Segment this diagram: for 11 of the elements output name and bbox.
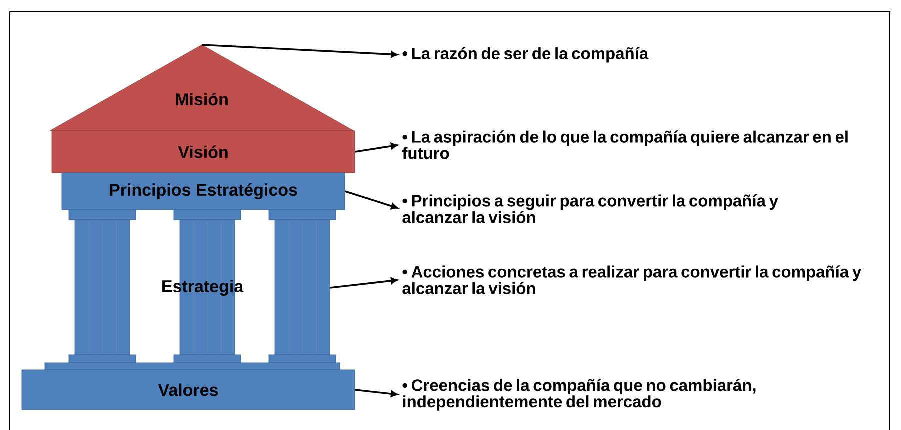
description-text: • Acciones concretas a realizar para convertir la compañía y alcanzar la visión [402, 266, 862, 294]
arrow [202, 44, 398, 58]
arrow [330, 278, 398, 289]
arrow [344, 190, 398, 210]
description-text: • Creencias de la compañía que no cambiarán, independientemente del mercado [402, 379, 756, 411]
vision-band: Visión [52, 130, 356, 174]
description-text: • La razón de ser de la compañía [402, 47, 649, 63]
description-text: • La aspiración de lo que la compañía quiere alcanzar en el futuro [402, 130, 848, 160]
arrow [355, 143, 398, 153]
description-text: • Principios a seguir para convertir la compañía y alcanzar la visión [402, 194, 778, 224]
arrow [355, 389, 398, 398]
